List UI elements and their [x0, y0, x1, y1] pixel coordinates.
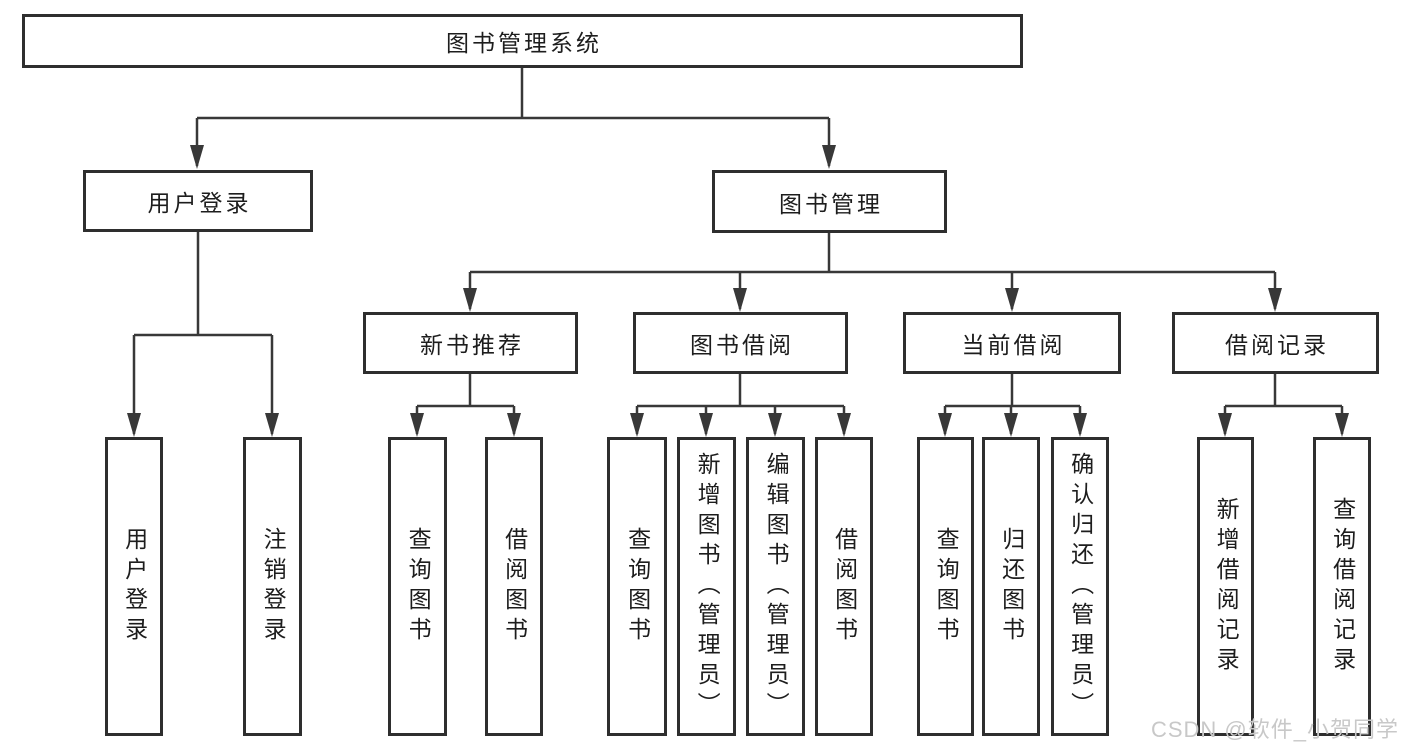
leaf-confirm-return-admin: 确认归还（管理员） [1051, 437, 1109, 736]
leaf-return-book-label: 归还图书 [998, 526, 1025, 647]
node-borrow-records-label: 借阅记录 [1225, 332, 1329, 358]
node-user-login-label: 用户登录 [147, 190, 252, 216]
leaf-borrow-add-admin-label: 新增图书（管理员） [694, 451, 721, 722]
leaf-borrow-query: 查询图书 [607, 437, 667, 736]
leaf-borrow-book-label: 借阅图书 [831, 526, 858, 647]
node-current-borrow-label: 当前借阅 [961, 332, 1066, 358]
node-root-label: 图书管理系统 [446, 30, 602, 56]
node-book-mgmt-label: 图书管理 [779, 190, 883, 217]
leaf-newbook-query: 查询图书 [388, 437, 447, 736]
node-new-book: 新书推荐 [363, 312, 578, 374]
leaf-record-query-label: 查询借阅记录 [1329, 496, 1356, 677]
leaf-borrow-edit-admin-label: 编辑图书（管理员） [763, 451, 790, 722]
node-new-book-label: 新书推荐 [420, 332, 524, 358]
node-user-login: 用户登录 [83, 170, 313, 232]
leaf-current-query-label: 查询图书 [933, 526, 960, 647]
node-root: 图书管理系统 [22, 14, 1023, 68]
connector-book-borrow-branch [630, 374, 851, 437]
leaf-record-add-label: 新增借阅记录 [1213, 496, 1240, 677]
csdn-watermark: CSDN @软件_小贺同学 [1150, 717, 1399, 742]
leaf-borrow-query-label: 查询图书 [624, 526, 651, 647]
node-borrow-records: 借阅记录 [1172, 312, 1379, 374]
node-book-borrow: 图书借阅 [633, 312, 848, 374]
leaf-borrow-add-admin: 新增图书（管理员） [677, 437, 736, 736]
connector-new-book-branch [410, 374, 521, 437]
leaf-confirm-return-admin-label: 确认归还（管理员） [1067, 451, 1094, 722]
node-book-mgmt: 图书管理 [712, 170, 947, 233]
connector-current-borrow-branch [938, 374, 1087, 437]
leaf-logout-label: 注销登录 [260, 526, 287, 647]
leaf-user-login-label: 用户登录 [121, 526, 148, 647]
connector-root-to-level2 [190, 68, 836, 169]
node-current-borrow: 当前借阅 [903, 312, 1121, 374]
leaf-logout: 注销登录 [243, 437, 302, 736]
leaf-newbook-query-label: 查询图书 [405, 526, 432, 647]
leaf-newbook-borrow: 借阅图书 [485, 437, 543, 736]
leaf-return-book: 归还图书 [982, 437, 1040, 736]
leaf-borrow-edit-admin: 编辑图书（管理员） [746, 437, 805, 736]
connector-user-login-branch [127, 232, 279, 437]
leaf-borrow-book: 借阅图书 [815, 437, 873, 736]
leaf-record-add: 新增借阅记录 [1197, 437, 1254, 736]
leaf-user-login: 用户登录 [105, 437, 163, 736]
connector-borrow-records-branch [1218, 374, 1349, 437]
node-book-borrow-label: 图书借阅 [690, 332, 794, 358]
leaf-current-query: 查询图书 [917, 437, 974, 736]
leaf-record-query: 查询借阅记录 [1313, 437, 1371, 736]
connector-book-mgmt-branch [463, 232, 1282, 312]
leaf-newbook-borrow-label: 借阅图书 [501, 526, 528, 647]
